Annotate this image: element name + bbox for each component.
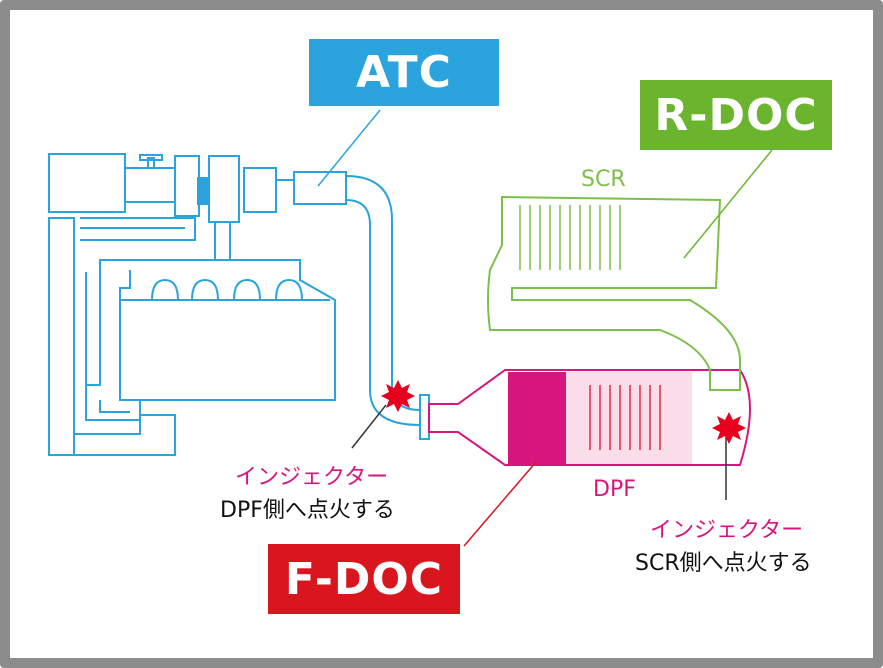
- engine: [48, 153, 347, 456]
- f-doc-block: [508, 372, 566, 464]
- injector-right-desc: SCR側へ点火する: [635, 551, 812, 576]
- injector-left-desc: DPF側へ点火する: [220, 498, 395, 523]
- f-doc-label: F-DOC: [268, 544, 460, 614]
- dpf-housing: [428, 369, 751, 466]
- injector-right-title: インジェクター: [650, 518, 804, 543]
- r-doc-label: R-DOC: [640, 80, 832, 150]
- dpf-label: DPF: [593, 477, 636, 502]
- injector-spark-right: [712, 412, 746, 444]
- injector-left-title: インジェクター: [235, 465, 389, 490]
- scr-unit: [487, 195, 741, 391]
- exhaust-pipe-upper: [345, 175, 430, 440]
- atc-label: ATC: [309, 39, 499, 106]
- engine-box-left: [48, 153, 126, 213]
- atc-unit: [293, 171, 347, 205]
- scr-label: SCR: [581, 167, 626, 192]
- injector-spark-left: [381, 380, 415, 412]
- leader-lines: [317, 109, 773, 547]
